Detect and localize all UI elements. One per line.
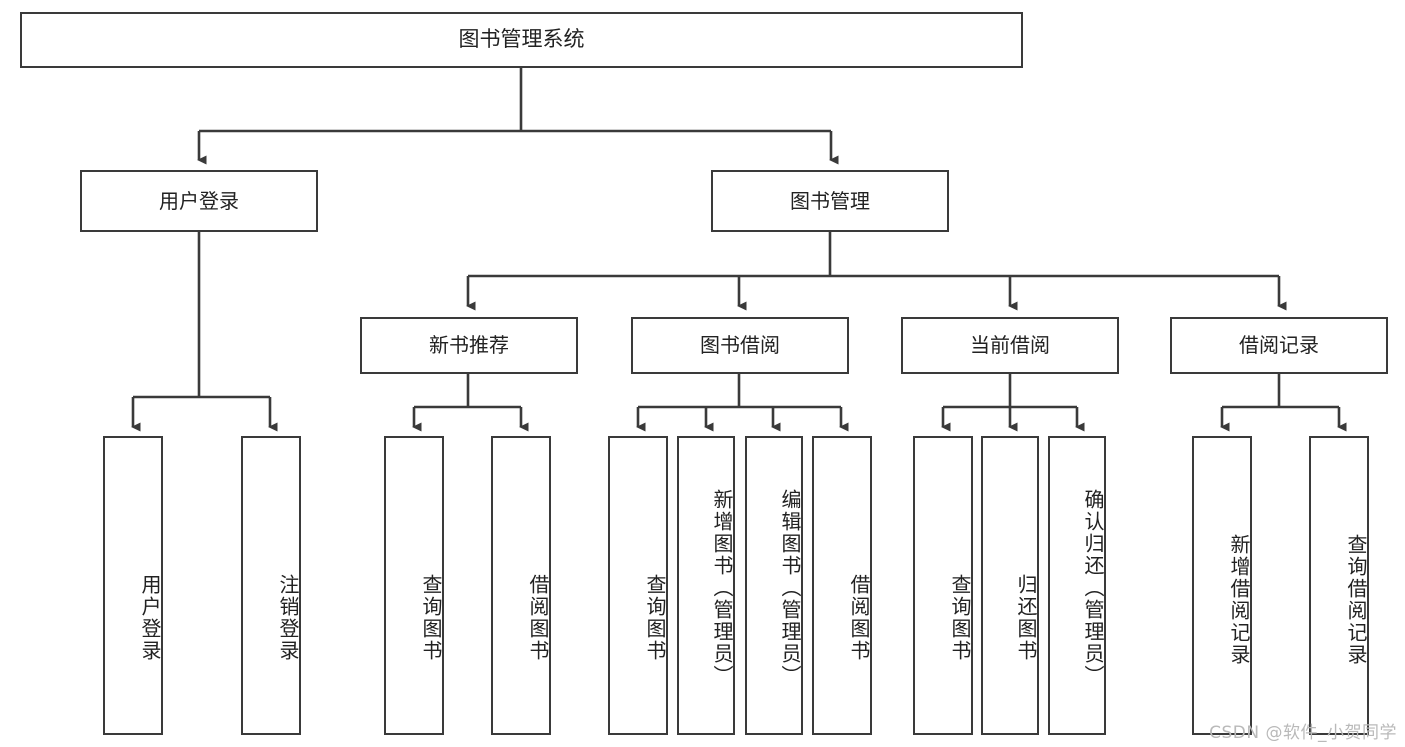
leaf-add-book-admin[interactable]: 新增图书（管理员）	[677, 436, 735, 735]
leaf-confirm-return-admin[interactable]: 确认归还（管理员）	[1048, 436, 1106, 735]
leaf-query-borrow-record[interactable]: 查询借阅记录	[1309, 436, 1369, 735]
csdn-watermark: CSDN @软件_小贺同学	[1209, 723, 1397, 743]
node-borrow-record[interactable]: 借阅记录	[1170, 317, 1388, 374]
leaf-query-book-recommend[interactable]: 查询图书	[384, 436, 444, 735]
leaf-add-borrow-record[interactable]: 新增借阅记录	[1192, 436, 1252, 735]
node-new-book-recommend[interactable]: 新书推荐	[360, 317, 578, 374]
node-current-borrow[interactable]: 当前借阅	[901, 317, 1119, 374]
leaf-borrow-book-recommend[interactable]: 借阅图书	[491, 436, 551, 735]
leaf-query-book-borrow[interactable]: 查询图书	[608, 436, 668, 735]
node-user-login[interactable]: 用户登录	[80, 170, 318, 232]
node-book-borrow[interactable]: 图书借阅	[631, 317, 849, 374]
node-root-system[interactable]: 图书管理系统	[20, 12, 1023, 68]
leaf-edit-book-admin[interactable]: 编辑图书（管理员）	[745, 436, 803, 735]
leaf-query-book-current[interactable]: 查询图书	[913, 436, 973, 735]
leaf-borrow-book-borrow[interactable]: 借阅图书	[812, 436, 872, 735]
leaf-return-book[interactable]: 归还图书	[981, 436, 1039, 735]
leaf-user-login[interactable]: 用户登录	[103, 436, 163, 735]
leaf-logout-login[interactable]: 注销登录	[241, 436, 301, 735]
node-book-management[interactable]: 图书管理	[711, 170, 949, 232]
